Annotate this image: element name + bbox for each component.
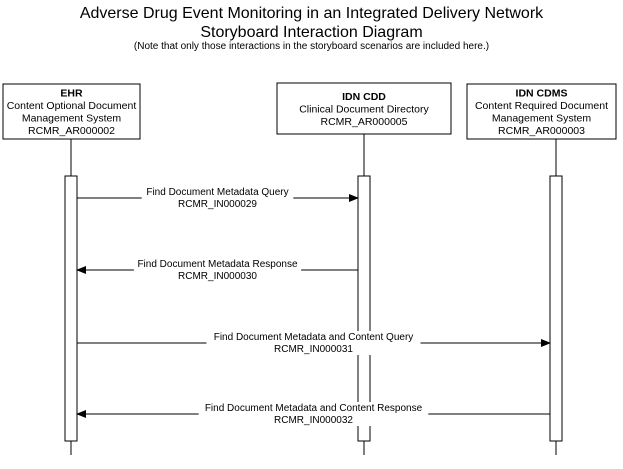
message-label-bg [141, 186, 294, 210]
message-id: RCMR_IN000031 [274, 344, 353, 355]
message: Find Document Metadata ResponseRCMR_IN00… [76, 258, 358, 282]
message: Find Document Metadata and Content Respo… [76, 402, 550, 426]
participant-detail: Content Required Document [475, 100, 608, 112]
message: Find Document Metadata and Content Query… [77, 331, 551, 355]
participant-frame [276, 82, 452, 135]
participant-frame [2, 83, 141, 140]
diagram-note: (Note that only those interactions in th… [133, 41, 490, 52]
activation-bar [549, 175, 563, 442]
activation-bar [357, 175, 371, 442]
participant-name: EHR [60, 88, 83, 100]
message-id: RCMR_IN000030 [178, 271, 257, 282]
message-label: Find Document Metadata Response [137, 259, 298, 270]
participant-detail: RCMR_AR000003 [498, 125, 585, 137]
participant-name: IDN CDD [342, 91, 386, 103]
message-label: Find Document Metadata Query [146, 187, 288, 198]
diagram-subtitle: Storyboard Interaction Diagram [200, 24, 423, 41]
participant-frame [466, 83, 617, 140]
message-label-bg [133, 258, 302, 282]
message-label-bg [206, 331, 421, 355]
participant-name: IDN CDMS [516, 88, 568, 100]
message: Find Document Metadata QueryRCMR_IN00002… [77, 186, 359, 210]
diagram-title: Adverse Drug Event Monitoring in an Inte… [79, 5, 544, 22]
participant-detail: Management System [492, 113, 591, 125]
participant-detail: Clinical Document Directory [299, 103, 429, 115]
message-id: RCMR_IN000032 [274, 415, 353, 426]
participant-detail: RCMR_AR000005 [321, 116, 408, 128]
message-label-bg [198, 402, 429, 426]
participant-detail: Content Optional Document [7, 100, 137, 112]
message-label: Find Document Metadata and Content Respo… [205, 403, 423, 414]
message-id: RCMR_IN000029 [178, 199, 257, 210]
message-label: Find Document Metadata and Content Query [214, 332, 414, 343]
participant-detail: RCMR_AR000002 [28, 125, 115, 137]
participant-detail: Management System [22, 113, 121, 125]
activation-bar [64, 175, 78, 442]
